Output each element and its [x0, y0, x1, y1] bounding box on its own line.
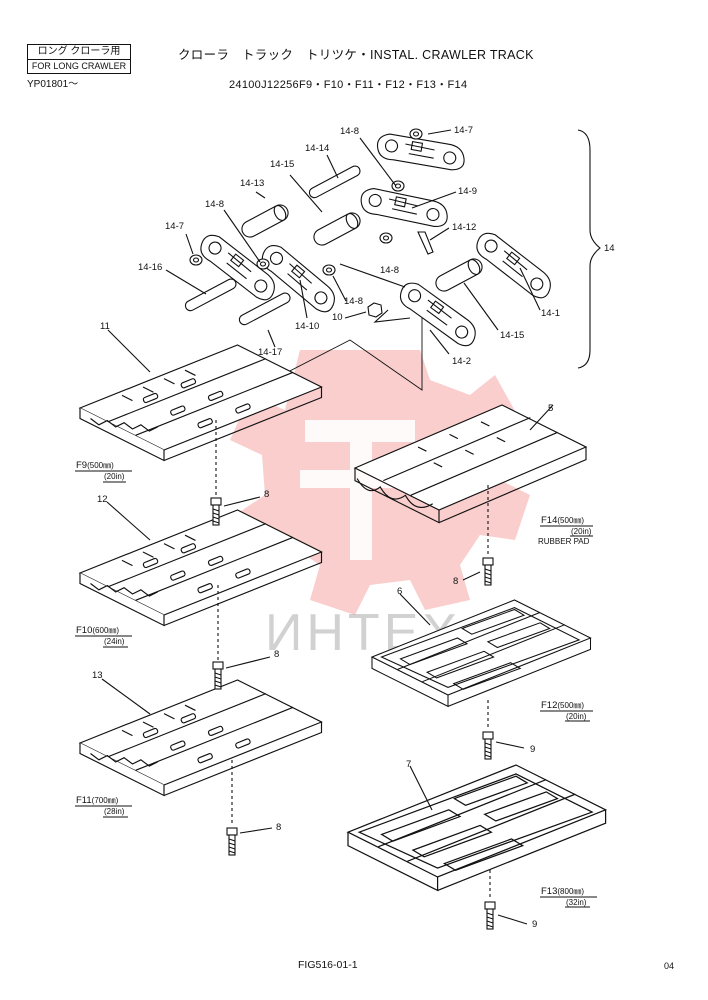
shoe-f9-inch: (20in)	[104, 472, 125, 481]
callout-6: 6	[397, 586, 403, 597]
header-box: ロング クローラ用 FOR LONG CRAWLER	[27, 44, 131, 74]
callout-14-8-top: 14-8	[340, 126, 360, 137]
shoe-f12-inch: (20in)	[566, 712, 587, 721]
callout-14-15-right: 14-15	[500, 330, 525, 341]
page-title: クローラ トラック トリツケ・INSTAL. CRAWLER TRACK	[178, 48, 534, 62]
shoe-f10-code: F10	[76, 625, 93, 636]
shoe-f12-drawing	[371, 599, 592, 707]
callout-12: 12	[97, 494, 108, 505]
shoe-f9-code: F9	[76, 460, 88, 471]
header-box-line1: ロング クローラ用	[28, 45, 130, 60]
shoe-label-f9: F9(500㎜)	[76, 461, 114, 471]
shoe-f14-inch: (20in)	[571, 527, 592, 536]
callout-8-f9: 8	[264, 489, 270, 500]
shoe-f13-inch: (32in)	[566, 898, 587, 907]
shoe-f11-inch: (28in)	[104, 807, 125, 816]
callout-8-f11: 8	[276, 822, 282, 833]
shoe-f10-drawing	[79, 509, 323, 627]
callout-14-8-low: 14-8	[344, 296, 364, 307]
shoe-label-f11: F11(700㎜)	[76, 796, 118, 806]
callout-14-8-left: 14-8	[205, 199, 225, 210]
shoe-f14-drawing	[354, 404, 587, 524]
callout-10: 10	[332, 312, 343, 323]
serial-range: YP01801～	[27, 79, 79, 90]
callout-14-7-top: 14-7	[454, 125, 474, 136]
callout-7: 7	[406, 759, 412, 770]
shoe-f12-mm: (500㎜)	[557, 701, 585, 710]
shoe-label-f14: F14(500㎜)	[541, 516, 584, 526]
callout-8-f14: 8	[453, 576, 459, 587]
shoe-f11-drawing	[79, 679, 323, 797]
page-number: 04	[664, 961, 675, 971]
shoe-f9-drawing	[79, 344, 323, 462]
shoe-label-f10: F10(600㎜)	[76, 626, 119, 636]
callout-14-12: 14-12	[452, 222, 477, 233]
callout-14-16: 14-16	[138, 262, 163, 273]
shoe-f10-mm: (600㎜)	[92, 626, 120, 635]
callout-14-9: 14-9	[458, 186, 478, 197]
figure-number: FIG516-01-1	[298, 959, 358, 971]
part-number: 24100J12256F9・F10・F11・F12・F13・F14	[229, 79, 468, 91]
callout-14-10: 14-10	[295, 321, 320, 332]
shoe-f14-code: F14	[541, 515, 558, 526]
callout-8-f10: 8	[274, 649, 280, 660]
callout-14-17: 14-17	[258, 347, 283, 358]
callout-14-13: 14-13	[240, 178, 265, 189]
shoe-f10-inch: (24in)	[104, 637, 125, 646]
header-box-line2: FOR LONG CRAWLER	[31, 61, 127, 71]
shoe-f9-mm: (500㎜)	[87, 461, 114, 470]
callout-11: 11	[100, 321, 110, 332]
shoe-f14-note: RUBBER PAD	[538, 537, 590, 546]
callout-14-15-left: 14-15	[270, 159, 295, 170]
shoe-f14-mm: (500㎜)	[557, 516, 585, 525]
shoe-f13-code: F13	[541, 886, 558, 897]
callout-9-f13: 9	[532, 919, 538, 930]
shoe-f13-mm: (800㎜)	[557, 887, 585, 896]
callout-5: 5	[548, 403, 554, 414]
shoe-f13-drawing	[347, 764, 607, 892]
shoe-label-f12: F12(500㎜)	[541, 701, 584, 711]
callout-14-group: 14	[604, 243, 615, 254]
callout-14-2: 14-2	[452, 356, 472, 367]
callout-9-f12: 9	[530, 744, 536, 755]
shoe-f11-code: F11	[76, 795, 92, 806]
callout-14-14: 14-14	[305, 143, 330, 154]
shoe-f11-mm: (700㎜)	[91, 796, 119, 805]
callout-13: 13	[92, 670, 103, 681]
callout-14-8-mid: 14-8	[380, 265, 400, 276]
shoe-label-f13: F13(800㎜)	[541, 887, 584, 897]
shoe-f12-code: F12	[541, 700, 558, 711]
callout-14-7-left: 14-7	[165, 221, 185, 232]
callout-14-1: 14-1	[541, 308, 561, 319]
